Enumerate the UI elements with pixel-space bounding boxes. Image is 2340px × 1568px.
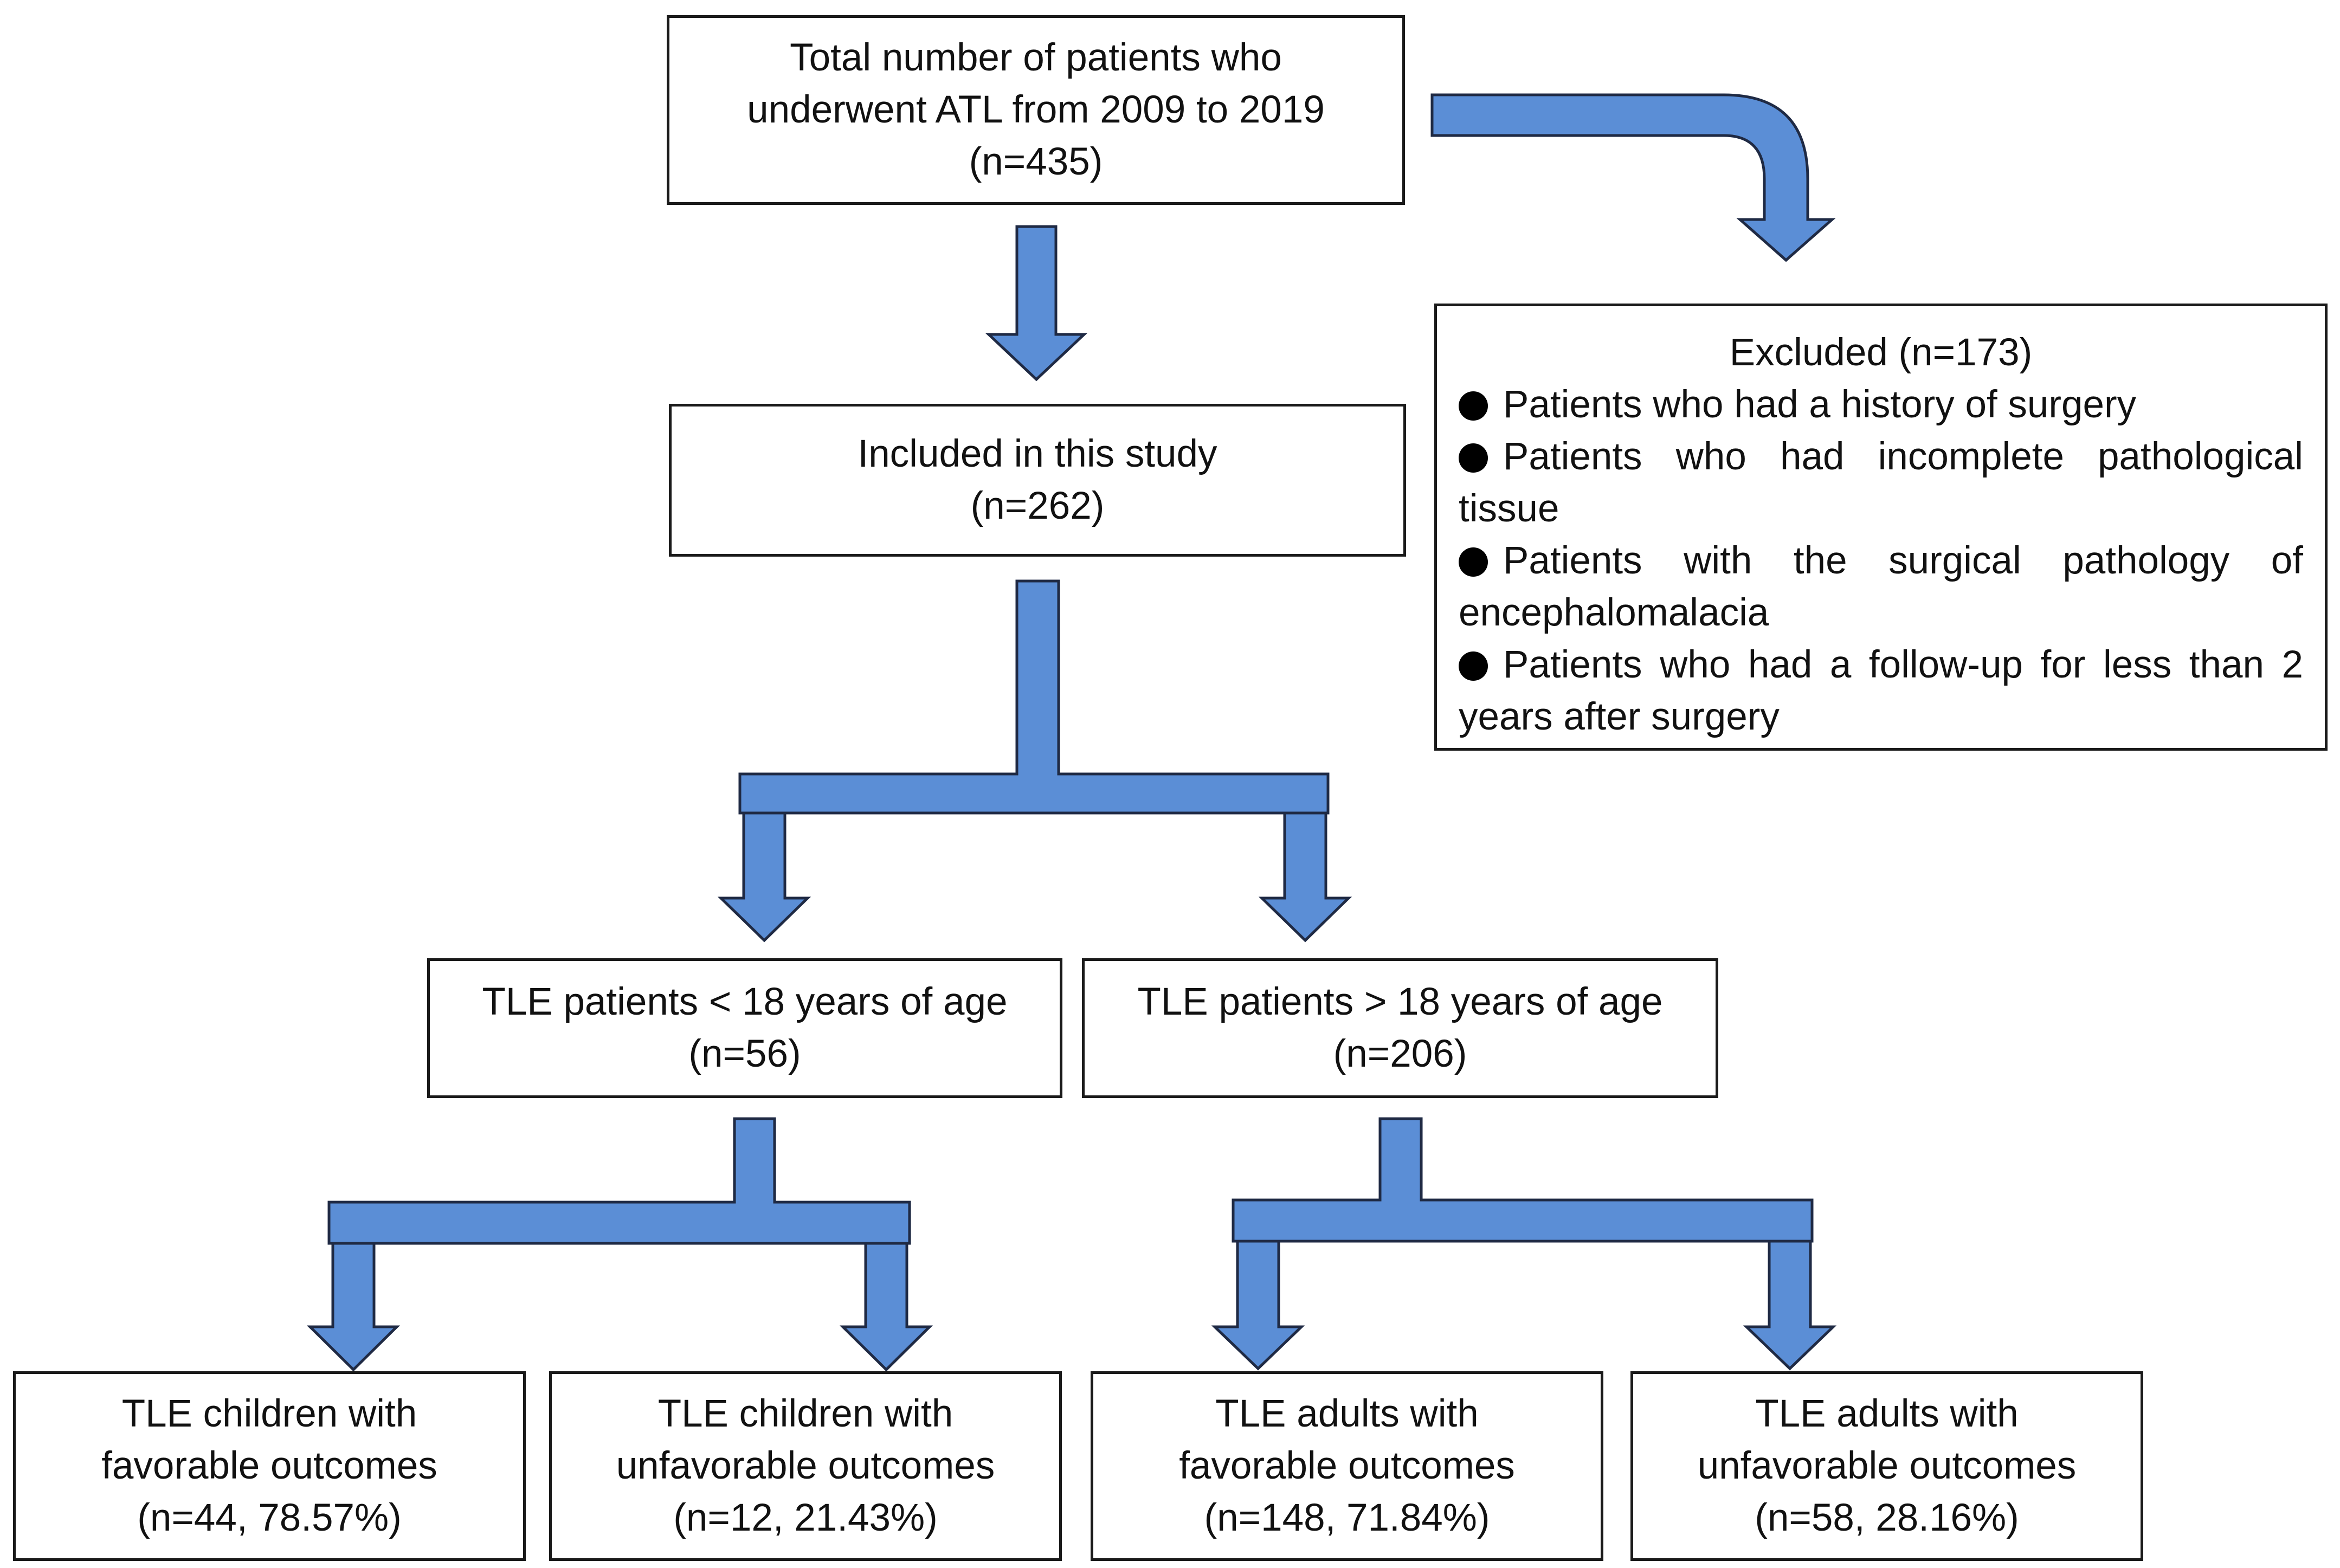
included-box: Included in this study (n=262): [669, 404, 1406, 557]
excluded-item: Patients who had incomplete pathological…: [1459, 435, 2303, 530]
total-patients-box: Total number of patients who underwent A…: [667, 15, 1405, 205]
adults-favorable-line-1: TLE adults with: [1215, 1392, 1479, 1435]
under18-box: TLE patients < 18 years of age (n=56): [427, 958, 1062, 1098]
children-favorable-line-2: favorable outcomes: [101, 1444, 437, 1487]
under18-line-2: (n=56): [688, 1033, 801, 1075]
split-connector-included: [738, 579, 1330, 815]
total-line-1: Total number of patients who: [790, 36, 1282, 79]
arrow-to-children-favorable: [306, 1242, 401, 1372]
children-unfavorable-line-1: TLE children with: [657, 1392, 953, 1435]
included-line-2: (n=262): [970, 485, 1105, 527]
over18-box: TLE patients > 18 years of age (n=206): [1082, 958, 1718, 1098]
excluded-item: Patients who had a follow-up for less th…: [1459, 643, 2303, 738]
arrow-to-adults-unfavorable: [1743, 1240, 1837, 1371]
bullet-icon: [1459, 651, 1488, 681]
adults-unfavorable-line-3: (n=58, 28.16%): [1755, 1496, 2019, 1539]
excluded-item: Patients with the surgical pathology of …: [1459, 539, 2303, 634]
adults-favorable-box: TLE adults with favorable outcomes (n=14…: [1091, 1371, 1603, 1561]
arrow-to-adults-favorable: [1211, 1240, 1305, 1371]
children-unfavorable-line-2: unfavorable outcomes: [616, 1444, 995, 1487]
children-favorable-box: TLE children with favorable outcomes (n=…: [13, 1371, 526, 1561]
children-unfavorable-box: TLE children with unfavorable outcomes (…: [549, 1371, 1062, 1561]
children-favorable-line-1: TLE children with: [121, 1392, 417, 1435]
children-favorable-line-3: (n=44, 78.57%): [137, 1496, 402, 1539]
total-line-2: underwent ATL from 2009 to 2019: [747, 88, 1325, 131]
adults-unfavorable-box: TLE adults with unfavorable outcomes (n=…: [1630, 1371, 2143, 1561]
excluded-title: Excluded (n=173): [1729, 331, 2033, 374]
over18-line-1: TLE patients > 18 years of age: [1137, 980, 1663, 1023]
included-line-1: Included in this study: [858, 433, 1217, 475]
adults-unfavorable-line-2: unfavorable outcomes: [1697, 1444, 2077, 1487]
excluded-box: Excluded (n=173) Patients who had a hist…: [1434, 304, 2328, 751]
total-line-3: (n=435): [969, 140, 1103, 183]
under18-line-1: TLE patients < 18 years of age: [482, 980, 1008, 1023]
over18-line-2: (n=206): [1333, 1033, 1467, 1075]
arrow-to-children-unfavorable: [839, 1242, 933, 1372]
adults-unfavorable-line-1: TLE adults with: [1755, 1392, 2019, 1435]
bullet-icon: [1459, 547, 1488, 577]
curved-arrow-to-excluded: [1430, 93, 1836, 262]
arrow-to-under18: [717, 811, 811, 943]
children-unfavorable-line-3: (n=12, 21.43%): [673, 1496, 938, 1539]
arrow-to-over18: [1258, 811, 1352, 943]
adults-favorable-line-2: favorable outcomes: [1179, 1444, 1515, 1487]
arrow-total-to-included: [985, 225, 1088, 382]
adults-favorable-line-3: (n=148, 71.84%): [1204, 1496, 1490, 1539]
bullet-icon: [1459, 443, 1488, 473]
split-connector-over18: [1232, 1117, 1814, 1243]
bullet-icon: [1459, 391, 1488, 421]
split-connector-under18: [327, 1117, 911, 1245]
excluded-item: Patients who had a history of surgery: [1459, 379, 2303, 431]
